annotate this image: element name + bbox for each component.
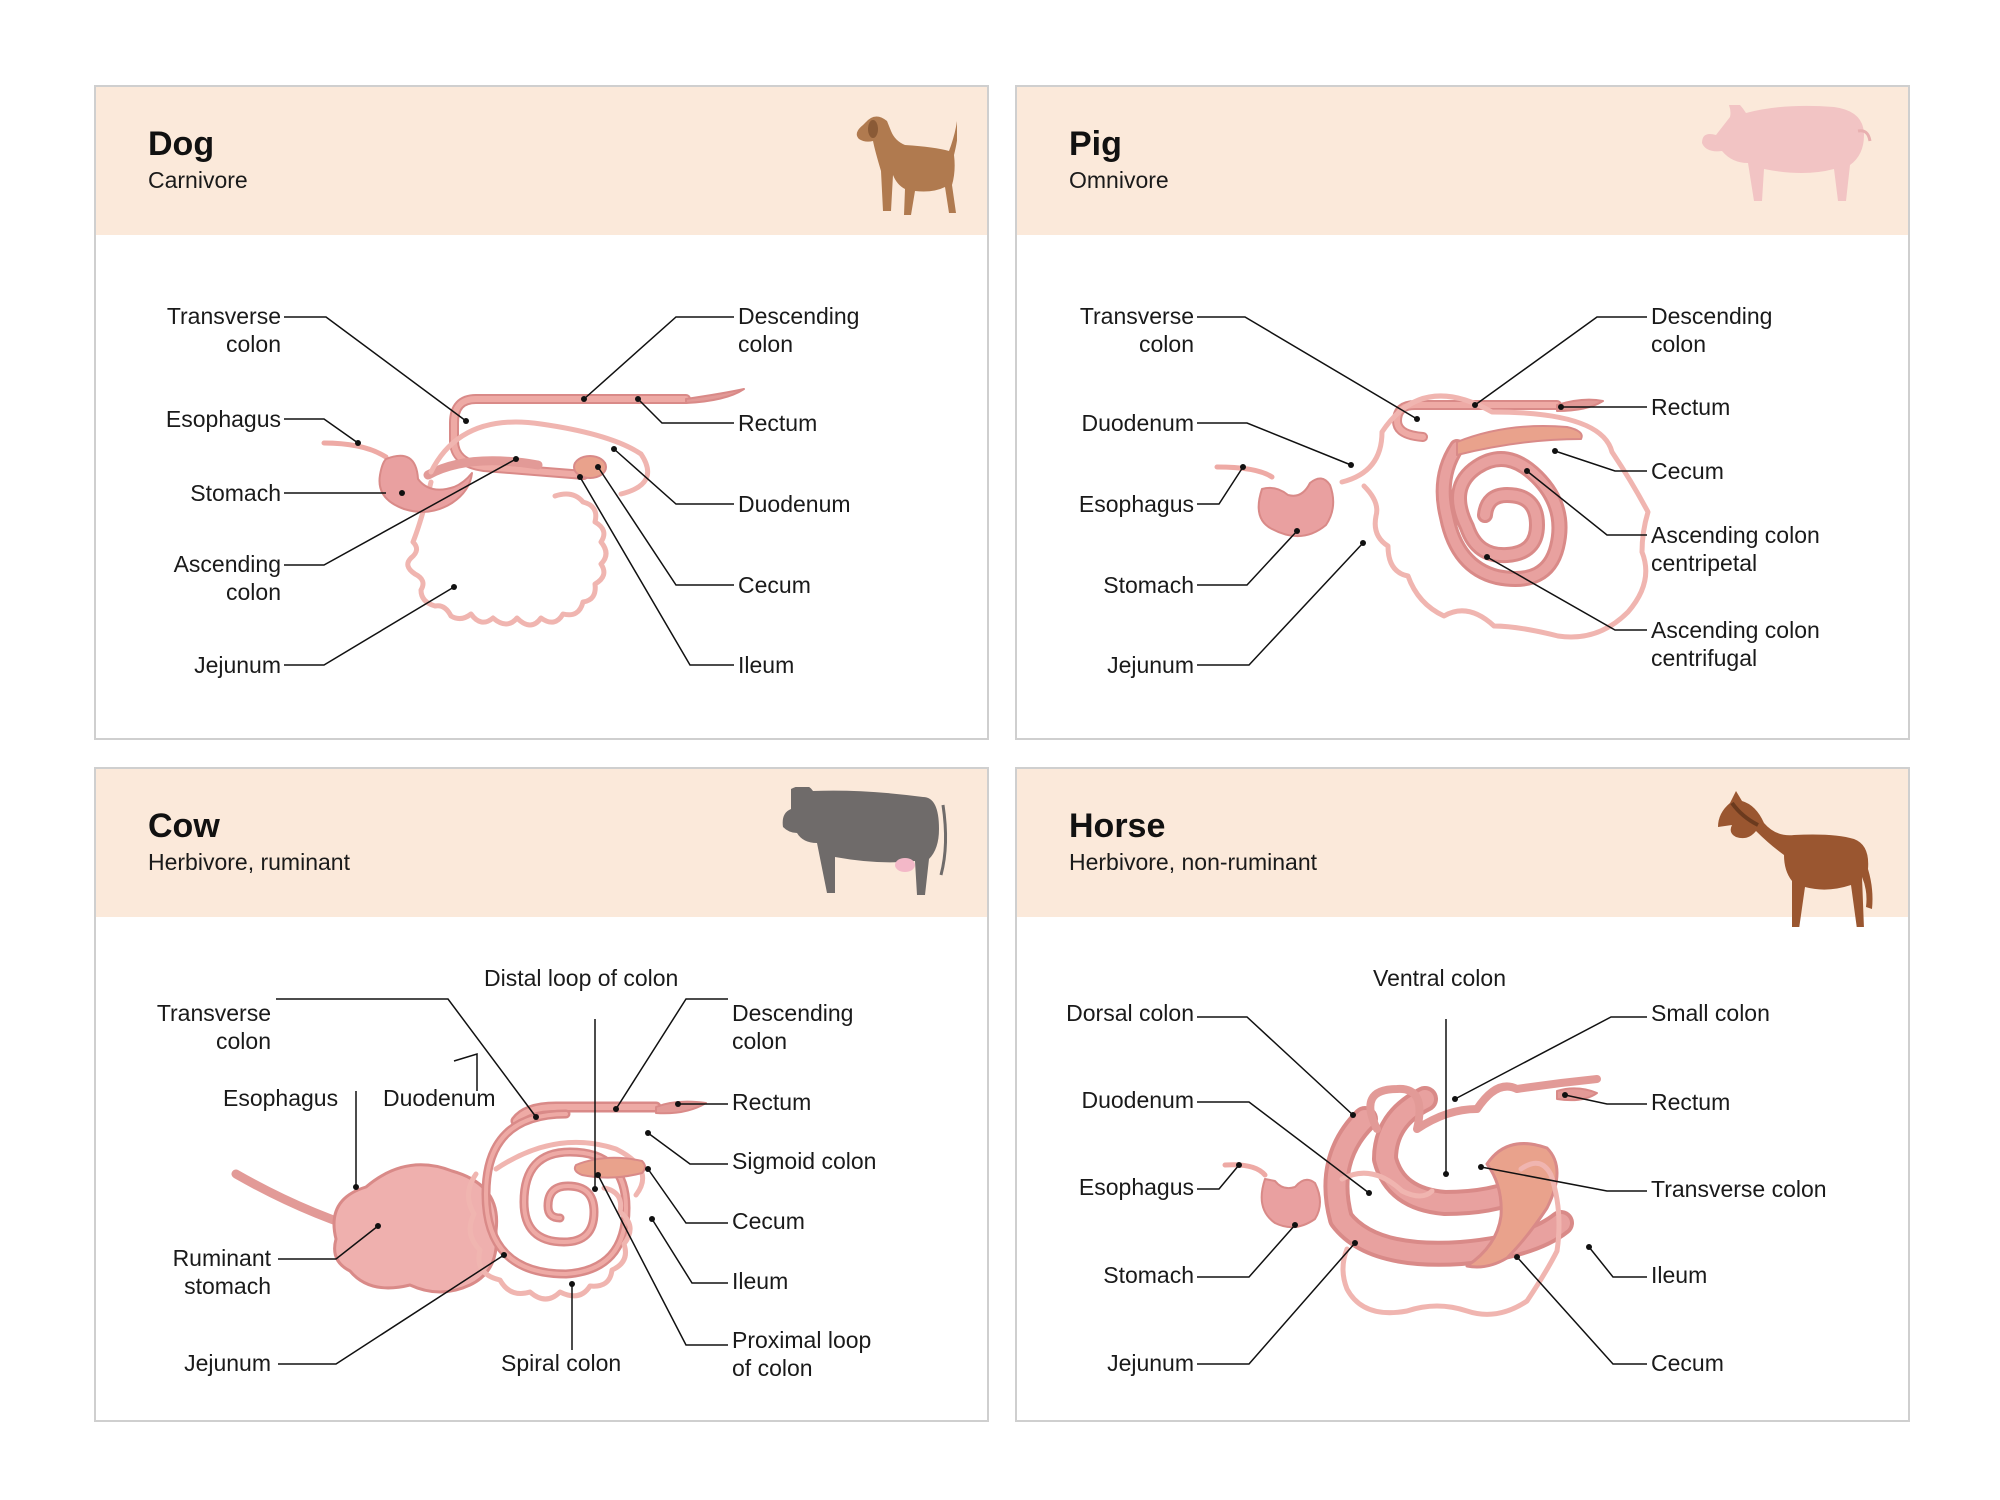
- label-rectum: Rectum: [738, 410, 818, 436]
- panel-subtitle: Herbivore, ruminant: [148, 849, 350, 875]
- panel-header: [1017, 769, 1908, 917]
- label-duodenum: Duodenum: [738, 491, 851, 517]
- panel-subtitle: Herbivore, non-ruminant: [1069, 849, 1318, 875]
- panel-horse: Horse Herbivore, non-ruminant: [1015, 767, 1910, 1422]
- panel-title: Dog: [148, 125, 215, 163]
- label-ileum: Ileum: [738, 652, 795, 678]
- cecum-shape: [1456, 425, 1583, 456]
- label-esophagus: Esophagus: [1078, 1174, 1194, 1200]
- label-stomach: Stomach: [190, 480, 281, 506]
- label-jejunum: Jejunum: [1107, 652, 1194, 678]
- label-jejunum: Jejunum: [1107, 1350, 1194, 1376]
- label-transverse-colon: Transverse colon: [1079, 303, 1194, 357]
- label-duodenum: Duodenum: [1081, 410, 1194, 436]
- label-distal-loop-of-colon: Distal loop of colon: [484, 965, 679, 991]
- label-esophagus: Esophagus: [223, 1085, 339, 1111]
- panel-dog: Dog Carnivore: [94, 85, 989, 740]
- label-transverse-colon: Transverse colon: [166, 303, 281, 357]
- cow-gi-diagram: [231, 998, 728, 1365]
- label-ruminant-stomach: Ruminant stomach: [172, 1245, 271, 1299]
- panel-title: Pig: [1069, 125, 1122, 163]
- label-descending-colon: Descending colon: [732, 1000, 854, 1054]
- label-stomach: Stomach: [1103, 572, 1194, 598]
- label-rectum: Rectum: [1651, 1089, 1731, 1115]
- stomach-shape: [1260, 1178, 1321, 1229]
- dog-gi-diagram: [284, 316, 745, 666]
- esophagus-tube: [1222, 1162, 1268, 1178]
- label-small-colon: Small colon: [1651, 1000, 1770, 1026]
- stomach-shape: [1257, 477, 1335, 537]
- label-ileum: Ileum: [732, 1268, 789, 1294]
- cecum-shape: [573, 1156, 646, 1179]
- label-descending-colon: Descending colon: [1651, 303, 1773, 357]
- label-cecum: Cecum: [738, 572, 811, 598]
- label-spiral-colon: Spiral colon: [501, 1350, 622, 1376]
- label-rectum: Rectum: [732, 1089, 812, 1115]
- label-dorsal-colon: Dorsal colon: [1066, 1000, 1194, 1026]
- dog-icon: [856, 116, 957, 215]
- horse-icon: [1718, 791, 1873, 927]
- stomach-shape: [378, 454, 473, 513]
- label-cecum: Cecum: [1651, 458, 1724, 484]
- ruminant-stomach-shape: [332, 1163, 499, 1294]
- panel-header: [96, 87, 987, 235]
- label-rectum: Rectum: [1651, 394, 1731, 420]
- panel-cow: Cow Herbivore, ruminant: [94, 767, 989, 1422]
- label-ileum: Ileum: [1651, 1262, 1708, 1288]
- spiral-colon-shape: [481, 1109, 631, 1279]
- label-ascending-colon-centripetal: Ascending colon centripetal: [1651, 522, 1820, 576]
- horse-gi-diagram: [1197, 1016, 1647, 1365]
- panel-subtitle: Carnivore: [148, 167, 248, 193]
- panel-title: Cow: [148, 807, 220, 845]
- cecum-shape: [1465, 1142, 1559, 1269]
- label-duodenum: Duodenum: [383, 1085, 496, 1111]
- label-duodenum: Duodenum: [1081, 1087, 1194, 1113]
- panel-subtitle: Omnivore: [1069, 167, 1169, 193]
- duodenum-tube: [493, 1139, 646, 1198]
- cow-icon: [782, 787, 948, 895]
- label-esophagus: Esophagus: [165, 406, 281, 432]
- label-stomach: Stomach: [1103, 1262, 1194, 1288]
- label-descending-colon: Descending colon: [738, 303, 860, 357]
- jejunum-tube: [1339, 1160, 1562, 1317]
- cecum-shape: [573, 455, 607, 479]
- panel-title: Horse: [1069, 807, 1166, 845]
- panel-pig: Pig Omnivore: [1015, 85, 1910, 740]
- label-cecum: Cecum: [732, 1208, 805, 1234]
- label-ascending-colon-centrifugal: Ascending colon centrifugal: [1651, 617, 1820, 671]
- label-esophagus: Esophagus: [1078, 491, 1194, 517]
- label-transverse-colon: Transverse colon: [1651, 1176, 1827, 1202]
- jejunum-tube: [405, 479, 609, 628]
- label-ascending-colon: Ascending colon: [173, 551, 281, 605]
- label-proximal-loop-of-colon: Proximal loop of colon: [732, 1327, 872, 1381]
- esophagus-tube: [321, 440, 389, 460]
- pig-icon: [1702, 105, 1872, 201]
- jejunum-tube: [466, 1171, 633, 1302]
- duodenum-tube: [428, 419, 651, 497]
- label-jejunum: Jejunum: [194, 652, 281, 678]
- label-cecum: Cecum: [1651, 1350, 1724, 1376]
- esophagus-tube: [1214, 464, 1275, 480]
- jejunum-tube: [1339, 393, 1651, 640]
- label-jejunum: Jejunum: [184, 1350, 271, 1376]
- pig-gi-diagram: [1197, 316, 1651, 666]
- label-transverse-colon: Transverse colon: [156, 1000, 271, 1054]
- label-ventral-colon: Ventral colon: [1373, 965, 1506, 991]
- small-colon-tube: [1366, 1075, 1601, 1133]
- label-sigmoid-colon: Sigmoid colon: [732, 1148, 877, 1174]
